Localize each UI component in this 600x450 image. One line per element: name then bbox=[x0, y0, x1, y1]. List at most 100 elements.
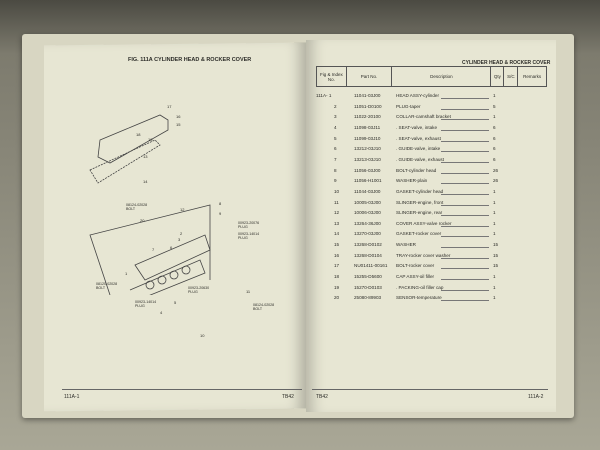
right-model-code: TB42 bbox=[316, 394, 328, 400]
qty: 26 bbox=[493, 167, 499, 173]
callout-11: 11 bbox=[246, 289, 251, 294]
head-frame bbox=[89, 204, 211, 295]
callout-10: 10 bbox=[200, 333, 205, 338]
description: TRAY-rocker cover washer bbox=[396, 252, 451, 258]
description: PLUG-taper bbox=[396, 103, 421, 109]
table-row: 7 13213-03J10 . GUIDE-valve, exhaust 6 bbox=[316, 157, 516, 165]
part-no: 13212-03J10 bbox=[354, 146, 381, 152]
description: . SEAT-valve, intake bbox=[396, 124, 438, 130]
description: COVER ASSY-valve rocker bbox=[396, 220, 452, 226]
ref-no: 20 bbox=[334, 295, 340, 301]
description: SENSOR-temperature bbox=[396, 295, 442, 301]
description: . PACKING-oil filler cap bbox=[396, 284, 444, 290]
ref-no: 18 bbox=[334, 274, 340, 280]
ref-no: 10 bbox=[334, 188, 340, 194]
qty: 6 bbox=[493, 156, 496, 162]
table-row: 4 11098-03J11 . SEAT-valve, intake 6 bbox=[316, 125, 516, 133]
col-part-no: Part No. bbox=[347, 67, 393, 86]
qty: 1 bbox=[493, 114, 496, 120]
description: BOLT-cylinder head bbox=[396, 167, 437, 173]
description: SLINGER-engine, rear bbox=[396, 210, 443, 216]
rocker-cover-gasket bbox=[89, 139, 161, 184]
left-model-code: TB42 bbox=[282, 394, 294, 400]
callout-20: 20 bbox=[140, 218, 145, 223]
callout-bolt-08120: 08120-02028 BOLT bbox=[96, 282, 118, 290]
col-sc: S/C bbox=[504, 67, 519, 86]
table-row: 11 10005-03J00 SLINGER-engine, front 1 bbox=[316, 200, 516, 208]
section-title: CYLINDER HEAD & ROCKER COVER bbox=[462, 60, 551, 66]
leader-line bbox=[441, 236, 489, 238]
exploded-parts-diagram bbox=[89, 114, 211, 295]
leader-line bbox=[441, 183, 489, 185]
qty: 1 bbox=[493, 284, 496, 290]
rocker-cover bbox=[97, 114, 169, 164]
ref-no: 9 bbox=[334, 178, 337, 184]
callout-3: 3 bbox=[178, 237, 181, 242]
table-row: 8 11056-03J00 BOLT-cylinder head 26 bbox=[316, 168, 516, 176]
qty: 6 bbox=[493, 135, 496, 141]
leader-line bbox=[441, 98, 489, 99]
callout-4: 4 bbox=[160, 310, 163, 315]
table-row: 14 13270-03J00 GASKET-rocker cover 1 bbox=[316, 231, 516, 239]
part-no: 15255-D5600 bbox=[354, 274, 382, 280]
leader-line bbox=[441, 108, 489, 110]
ref-no: 13 bbox=[334, 220, 340, 226]
part-no: 11056-H1001 bbox=[354, 178, 382, 184]
ref-no: 12 bbox=[334, 210, 340, 216]
qty: 1 bbox=[493, 210, 496, 216]
leader-line bbox=[441, 268, 489, 270]
description: SLINGER-engine, front bbox=[396, 199, 444, 205]
callout-15: 15 bbox=[176, 122, 181, 127]
callout-plug-14014-a: 00923-14014 PLUG bbox=[238, 232, 260, 240]
part-no: 11056-03J00 bbox=[354, 167, 381, 173]
left-footer-rule bbox=[62, 389, 302, 390]
table-row: 10 11044-03J00 GASKET-cylinder head 1 bbox=[316, 189, 516, 197]
description: HEAD ASSY-cylinder bbox=[396, 93, 439, 98]
description: BOLT-rocker cover bbox=[396, 263, 435, 269]
cylinder-head bbox=[134, 234, 211, 281]
table-row: 9 11056-H1001 WASHER-plain 26 bbox=[316, 178, 516, 186]
leader-line bbox=[441, 279, 489, 281]
table-row: 6 13212-03J10 . GUIDE-valve, intake 6 bbox=[316, 146, 516, 154]
qty: 1 bbox=[493, 188, 496, 194]
qty: 15 bbox=[493, 252, 499, 258]
table-row: 15 13268-D0102 WASHER 15 bbox=[316, 242, 516, 250]
description: . SEAT-valve, exhaust bbox=[396, 135, 441, 141]
qty: 26 bbox=[493, 178, 499, 184]
description: COLLAR-camshaft bracket bbox=[396, 114, 451, 120]
part-no: 11051-D0100 bbox=[354, 103, 382, 109]
part-no: 11022-20100 bbox=[354, 114, 381, 120]
table-row: 5 11099-03J10 . SEAT-valve, exhaust 6 bbox=[316, 136, 516, 144]
ref-no: 5 bbox=[334, 135, 337, 141]
leader-line bbox=[441, 300, 489, 302]
description: . GUIDE-valve, intake bbox=[396, 146, 441, 152]
ref-no: 4 bbox=[334, 124, 337, 130]
ref-no: 16 bbox=[334, 252, 340, 258]
callout-6: 6 bbox=[170, 245, 173, 250]
leader-line bbox=[441, 140, 489, 142]
table-row: 18 15255-D5600 CAP ASSY-oil filler 1 bbox=[316, 274, 516, 282]
leader-line bbox=[441, 247, 489, 249]
part-no: 11041-03J00 bbox=[354, 93, 381, 98]
ref-no: 19 bbox=[334, 284, 340, 290]
description: . GUIDE-valve, exhaust bbox=[396, 156, 444, 162]
leader-line bbox=[441, 204, 489, 206]
qty: 1 bbox=[493, 231, 496, 237]
part-no: NU01411-00161 bbox=[354, 263, 388, 269]
qty: 6 bbox=[493, 146, 496, 152]
callout-1: 1 bbox=[125, 271, 128, 276]
leader-line bbox=[441, 119, 489, 121]
leader-line bbox=[441, 172, 489, 174]
callout-8: 8 bbox=[219, 201, 222, 206]
leader-line bbox=[441, 225, 489, 227]
leader-line bbox=[441, 215, 489, 217]
qty: 6 bbox=[493, 124, 496, 130]
ref-no: 111A- 1 bbox=[316, 93, 332, 98]
callout-bolt-08124: 08124-02028 BOLT bbox=[126, 203, 148, 211]
description: GASKET-rocker cover bbox=[396, 231, 442, 237]
callout-5: 5 bbox=[174, 300, 177, 305]
head-gasket bbox=[129, 259, 206, 295]
qty: 1 bbox=[493, 93, 496, 98]
callout-plug-14014-b: 00923-14014 PLUG bbox=[135, 300, 157, 308]
description: GASKET-cylinder head bbox=[396, 188, 444, 194]
